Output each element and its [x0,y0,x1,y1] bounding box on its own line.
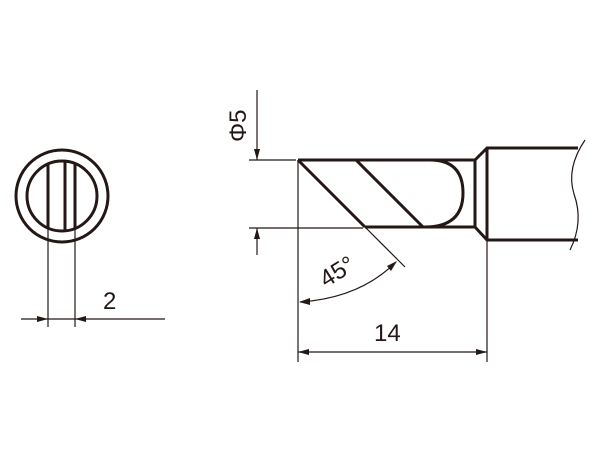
slot-width-label: 2 [103,288,116,315]
angle-extension-line [364,226,406,268]
diameter-label: Φ5 [225,110,252,143]
inner-circle [25,159,99,233]
tip-rounded-end [424,158,465,229]
arrow-length-left-icon [298,349,309,355]
arrow-down-icon [254,149,260,160]
bevel-line-front [296,158,367,229]
collar-chamfer [473,146,489,242]
arrow-right-icon [37,316,48,322]
angle-label: 45° [315,251,360,293]
arrow-length-right-icon [476,349,487,355]
outer-circle [14,148,110,244]
arrow-left-icon [75,316,86,322]
angle-arc [299,261,397,303]
arrow-up-icon [254,228,260,239]
length-label: 14 [374,320,401,347]
arrow-angle-left-icon [299,298,310,305]
end-view: 2 [14,148,165,327]
side-view: Φ5 45° 14 [225,90,586,362]
bevel-line-back [354,158,425,229]
arrow-angle-right-icon [387,261,397,271]
break-line [569,139,586,251]
